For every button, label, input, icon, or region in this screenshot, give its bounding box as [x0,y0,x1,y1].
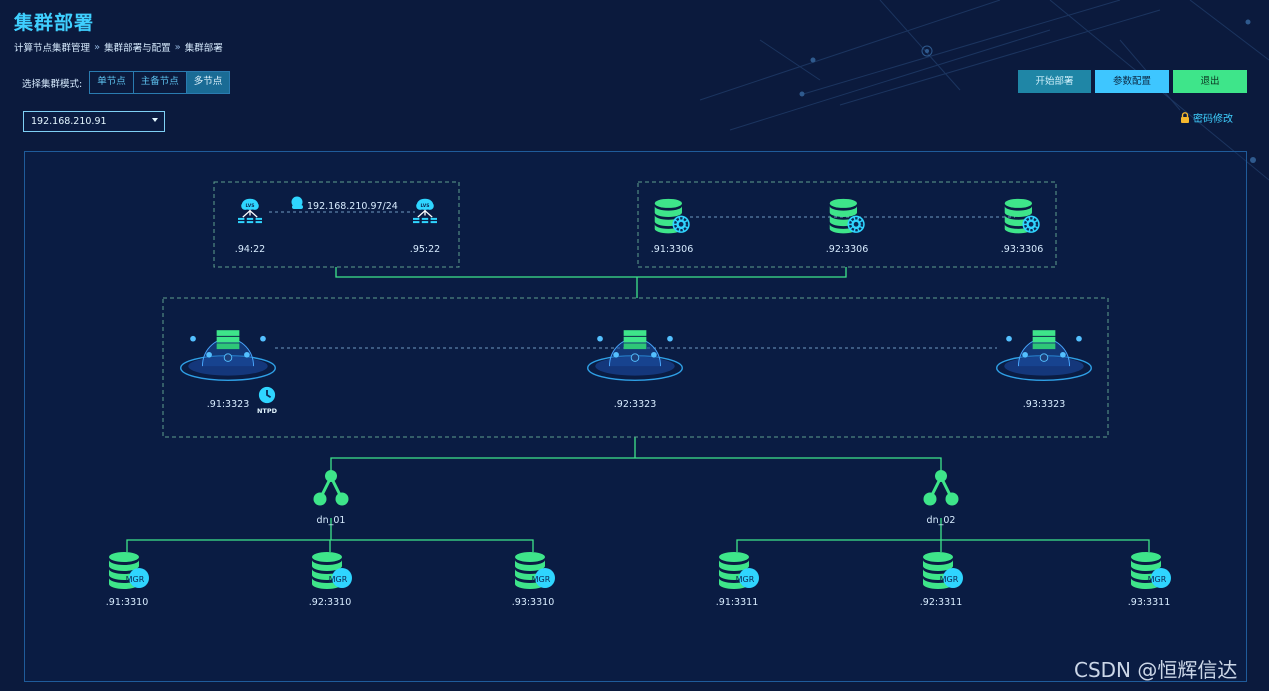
cluster-mode-segmented-control: 单节点 主备节点 多节点 [89,71,231,94]
mgr-node[interactable]: MGR .93:3311 [1128,552,1171,608]
lvs-vip-label: 192.168.210.97/24 [307,201,398,212]
mgr-icon-text: MGR [329,575,348,584]
mysql-node-label: .91:3306 [651,244,694,255]
database-gear-icon [1003,197,1041,235]
mgr-node[interactable]: MGR .91:3311 [716,552,759,608]
param-config-button[interactable]: 参数配置 [1095,70,1169,93]
data-node-label: dn_02 [927,515,956,526]
compute-node-label: .92:3323 [614,399,657,410]
topology-diagram: LVS .94:22 LVS .95:22 192.168.210.97/24 .91:3… [106,181,1171,608]
compute-platform-icon [180,329,276,382]
password-change-label: 密码修改 [1193,114,1233,125]
database-gear-icon [828,197,866,235]
data-node[interactable]: dn_02 [923,469,959,526]
breadcrumb-item-cluster-management[interactable]: 计算节点集群管理 [14,43,91,54]
mgr-node-label: .93:3311 [1128,597,1171,608]
cluster-mode-label: 选择集群模式: [22,78,83,90]
compute-node[interactable]: .92:3323 [587,329,683,410]
data-node[interactable]: dn_01 [313,469,349,526]
watermark: CSDN @恒辉信达 [1074,658,1238,682]
mysql-node[interactable]: .91:3306 [651,197,694,255]
breadcrumb-separator-icon: » [174,41,181,53]
data-node-label: dn_01 [317,515,346,526]
ip-select[interactable]: 192.168.210.91 [23,111,165,132]
lvs-node-label: .95:22 [410,244,440,255]
compute-node[interactable]: .93:3323 [996,329,1092,410]
compute-node-label: .91:3323 [207,399,250,410]
lvs-vip[interactable]: 192.168.210.97/24 [291,196,398,213]
breadcrumb-separator-icon: » [94,41,101,53]
mgr-icon-text: MGR [736,575,755,584]
lock-icon [1181,112,1189,123]
lvs-icon-text: LVS [246,203,255,209]
data-node-fork-icon [313,469,349,507]
vip-icon-base [292,205,303,209]
mysql-node-label: .92:3306 [826,244,869,255]
compute-platform-icon [996,329,1092,382]
breadcrumb-item-deploy-config[interactable]: 集群部署与配置 [104,43,171,54]
mysql-node[interactable]: .93:3306 [1001,197,1044,255]
chevron-down-icon [152,118,158,122]
mgr-node-label: .91:3311 [716,597,759,608]
ntpd-label: NTPD [257,407,278,415]
mgr-icon-text: MGR [532,575,551,584]
breadcrumb-item-current: 集群部署 [184,43,223,54]
mgr-node-label: .93:3310 [512,597,555,608]
data-node-fork-icon [923,469,959,507]
mode-option-multi[interactable]: 多节点 [186,72,230,93]
mgr-icon-text: MGR [126,575,145,584]
mgr-node[interactable]: MGR .92:3310 [309,552,352,608]
compute-platform-icon [587,329,683,382]
topology-peer-links [269,211,1015,349]
mgr-node[interactable]: MGR .92:3311 [920,552,963,608]
mode-option-single[interactable]: 单节点 [90,72,134,93]
ntpd-service[interactable]: NTPD [257,386,278,415]
mgr-node-label: .92:3311 [920,597,963,608]
mode-option-master-standby[interactable]: 主备节点 [134,72,187,93]
lvs-node-label: .94:22 [235,244,265,255]
exit-button[interactable]: 退出 [1173,70,1247,93]
page-title: 集群部署 [14,12,95,34]
mgr-node-label: .91:3310 [106,597,149,608]
lvs-node[interactable]: LVS .95:22 [410,198,440,255]
database-gear-icon [653,197,691,235]
clock-icon [258,386,276,404]
start-deploy-button[interactable]: 开始部署 [1018,70,1091,93]
mgr-node[interactable]: MGR .91:3310 [106,552,149,608]
compute-node[interactable]: .91:3323 [180,329,276,410]
mgr-node-label: .92:3310 [309,597,352,608]
topology-group-borders [162,181,1109,438]
breadcrumb: 计算节点集群管理 » 集群部署与配置 » 集群部署 [14,40,223,55]
topology-connectors [126,267,1150,552]
lvs-node[interactable]: LVS .94:22 [235,198,265,255]
ip-select-value: 192.168.210.91 [31,116,107,127]
lvs-icon-text: LVS [421,203,430,209]
mgr-icon-text: MGR [940,575,959,584]
vip-icon [291,196,303,208]
topology-panel: LVS .94:22 LVS .95:22 192.168.210.97/24 .91:3… [24,151,1247,682]
password-change-link[interactable]: 密码修改 [1180,110,1233,125]
mysql-node-label: .93:3306 [1001,244,1044,255]
lvs-cloud-icon [237,198,263,224]
cluster-mode-selector: 选择集群模式: 单节点 主备节点 多节点 [22,71,231,94]
lvs-cloud-icon [412,198,438,224]
compute-node-label: .93:3323 [1023,399,1066,410]
mysql-node[interactable]: .92:3306 [826,197,869,255]
mgr-icon-text: MGR [1148,575,1167,584]
mgr-node[interactable]: MGR .93:3310 [512,552,555,608]
